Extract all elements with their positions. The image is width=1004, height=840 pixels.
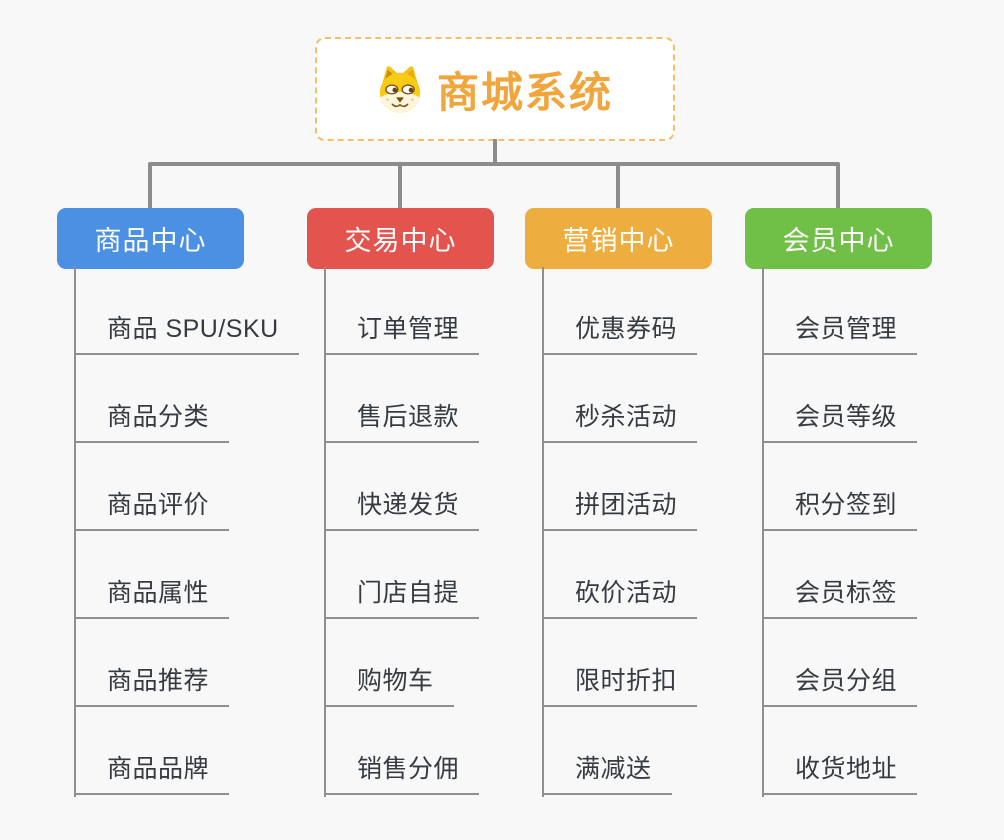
leaf-node[interactable]: 会员标签 <box>762 577 918 619</box>
branch-node-members[interactable]: 会员中心 <box>745 208 932 269</box>
leaf-node[interactable]: 砍价活动 <box>542 577 698 619</box>
branch-spine <box>542 267 544 797</box>
leaf-node[interactable]: 拼团活动 <box>542 489 698 531</box>
connector-bus <box>148 162 840 166</box>
leaf-node[interactable]: 快递发货 <box>324 489 480 531</box>
root-title: 商城系统 <box>436 68 613 116</box>
leaf-node[interactable]: 限时折扣 <box>542 665 698 707</box>
leaf-node[interactable]: 满减送 <box>542 753 672 795</box>
leaf-node[interactable]: 收货地址 <box>762 753 918 795</box>
connector-drop-trade <box>398 164 402 210</box>
leaf-node[interactable]: 秒杀活动 <box>542 401 698 443</box>
leaf-node[interactable]: 商品分类 <box>74 401 230 443</box>
leaf-node[interactable]: 会员分组 <box>762 665 918 707</box>
branch-column-products: 商品中心 商品 SPU/SKU 商品分类 商品评价 商品属性 商品推荐 商品品牌 <box>57 208 317 840</box>
connector-drop-marketing <box>616 164 620 210</box>
leaf-node[interactable]: 积分签到 <box>762 489 918 531</box>
leaf-node[interactable]: 商品品牌 <box>74 753 230 795</box>
root-node[interactable]: 商城系统 <box>315 37 675 141</box>
branch-node-products[interactable]: 商品中心 <box>57 208 244 269</box>
shiba-dog-face-icon <box>379 66 421 113</box>
leaf-node[interactable]: 门店自提 <box>324 577 480 619</box>
leaf-node[interactable]: 优惠券码 <box>542 313 698 355</box>
leaf-node[interactable]: 会员管理 <box>762 313 918 355</box>
connector-drop-products <box>148 164 152 210</box>
branch-node-trade[interactable]: 交易中心 <box>307 208 494 269</box>
branch-column-trade: 交易中心 订单管理 售后退款 快递发货 门店自提 购物车 销售分佣 <box>307 208 567 840</box>
leaf-node[interactable]: 订单管理 <box>324 313 480 355</box>
leaf-node[interactable]: 商品推荐 <box>74 665 230 707</box>
branch-column-members: 会员中心 会员管理 会员等级 积分签到 会员标签 会员分组 收货地址 <box>745 208 1004 840</box>
branch-spine <box>324 267 326 797</box>
branch-spine <box>762 267 764 797</box>
leaf-node[interactable]: 购物车 <box>324 665 454 707</box>
leaf-node[interactable]: 商品 SPU/SKU <box>74 313 299 355</box>
connector-drop-members <box>836 164 840 210</box>
leaf-node[interactable]: 商品属性 <box>74 577 230 619</box>
branch-node-marketing[interactable]: 营销中心 <box>525 208 712 269</box>
leaf-node[interactable]: 会员等级 <box>762 401 918 443</box>
leaf-node[interactable]: 商品评价 <box>74 489 230 531</box>
leaf-node[interactable]: 销售分佣 <box>324 753 480 795</box>
branch-column-marketing: 营销中心 优惠券码 秒杀活动 拼团活动 砍价活动 限时折扣 满减送 <box>525 208 785 840</box>
connector-root-vertical <box>493 139 497 164</box>
branch-spine <box>74 267 76 797</box>
leaf-node[interactable]: 售后退款 <box>324 401 480 443</box>
